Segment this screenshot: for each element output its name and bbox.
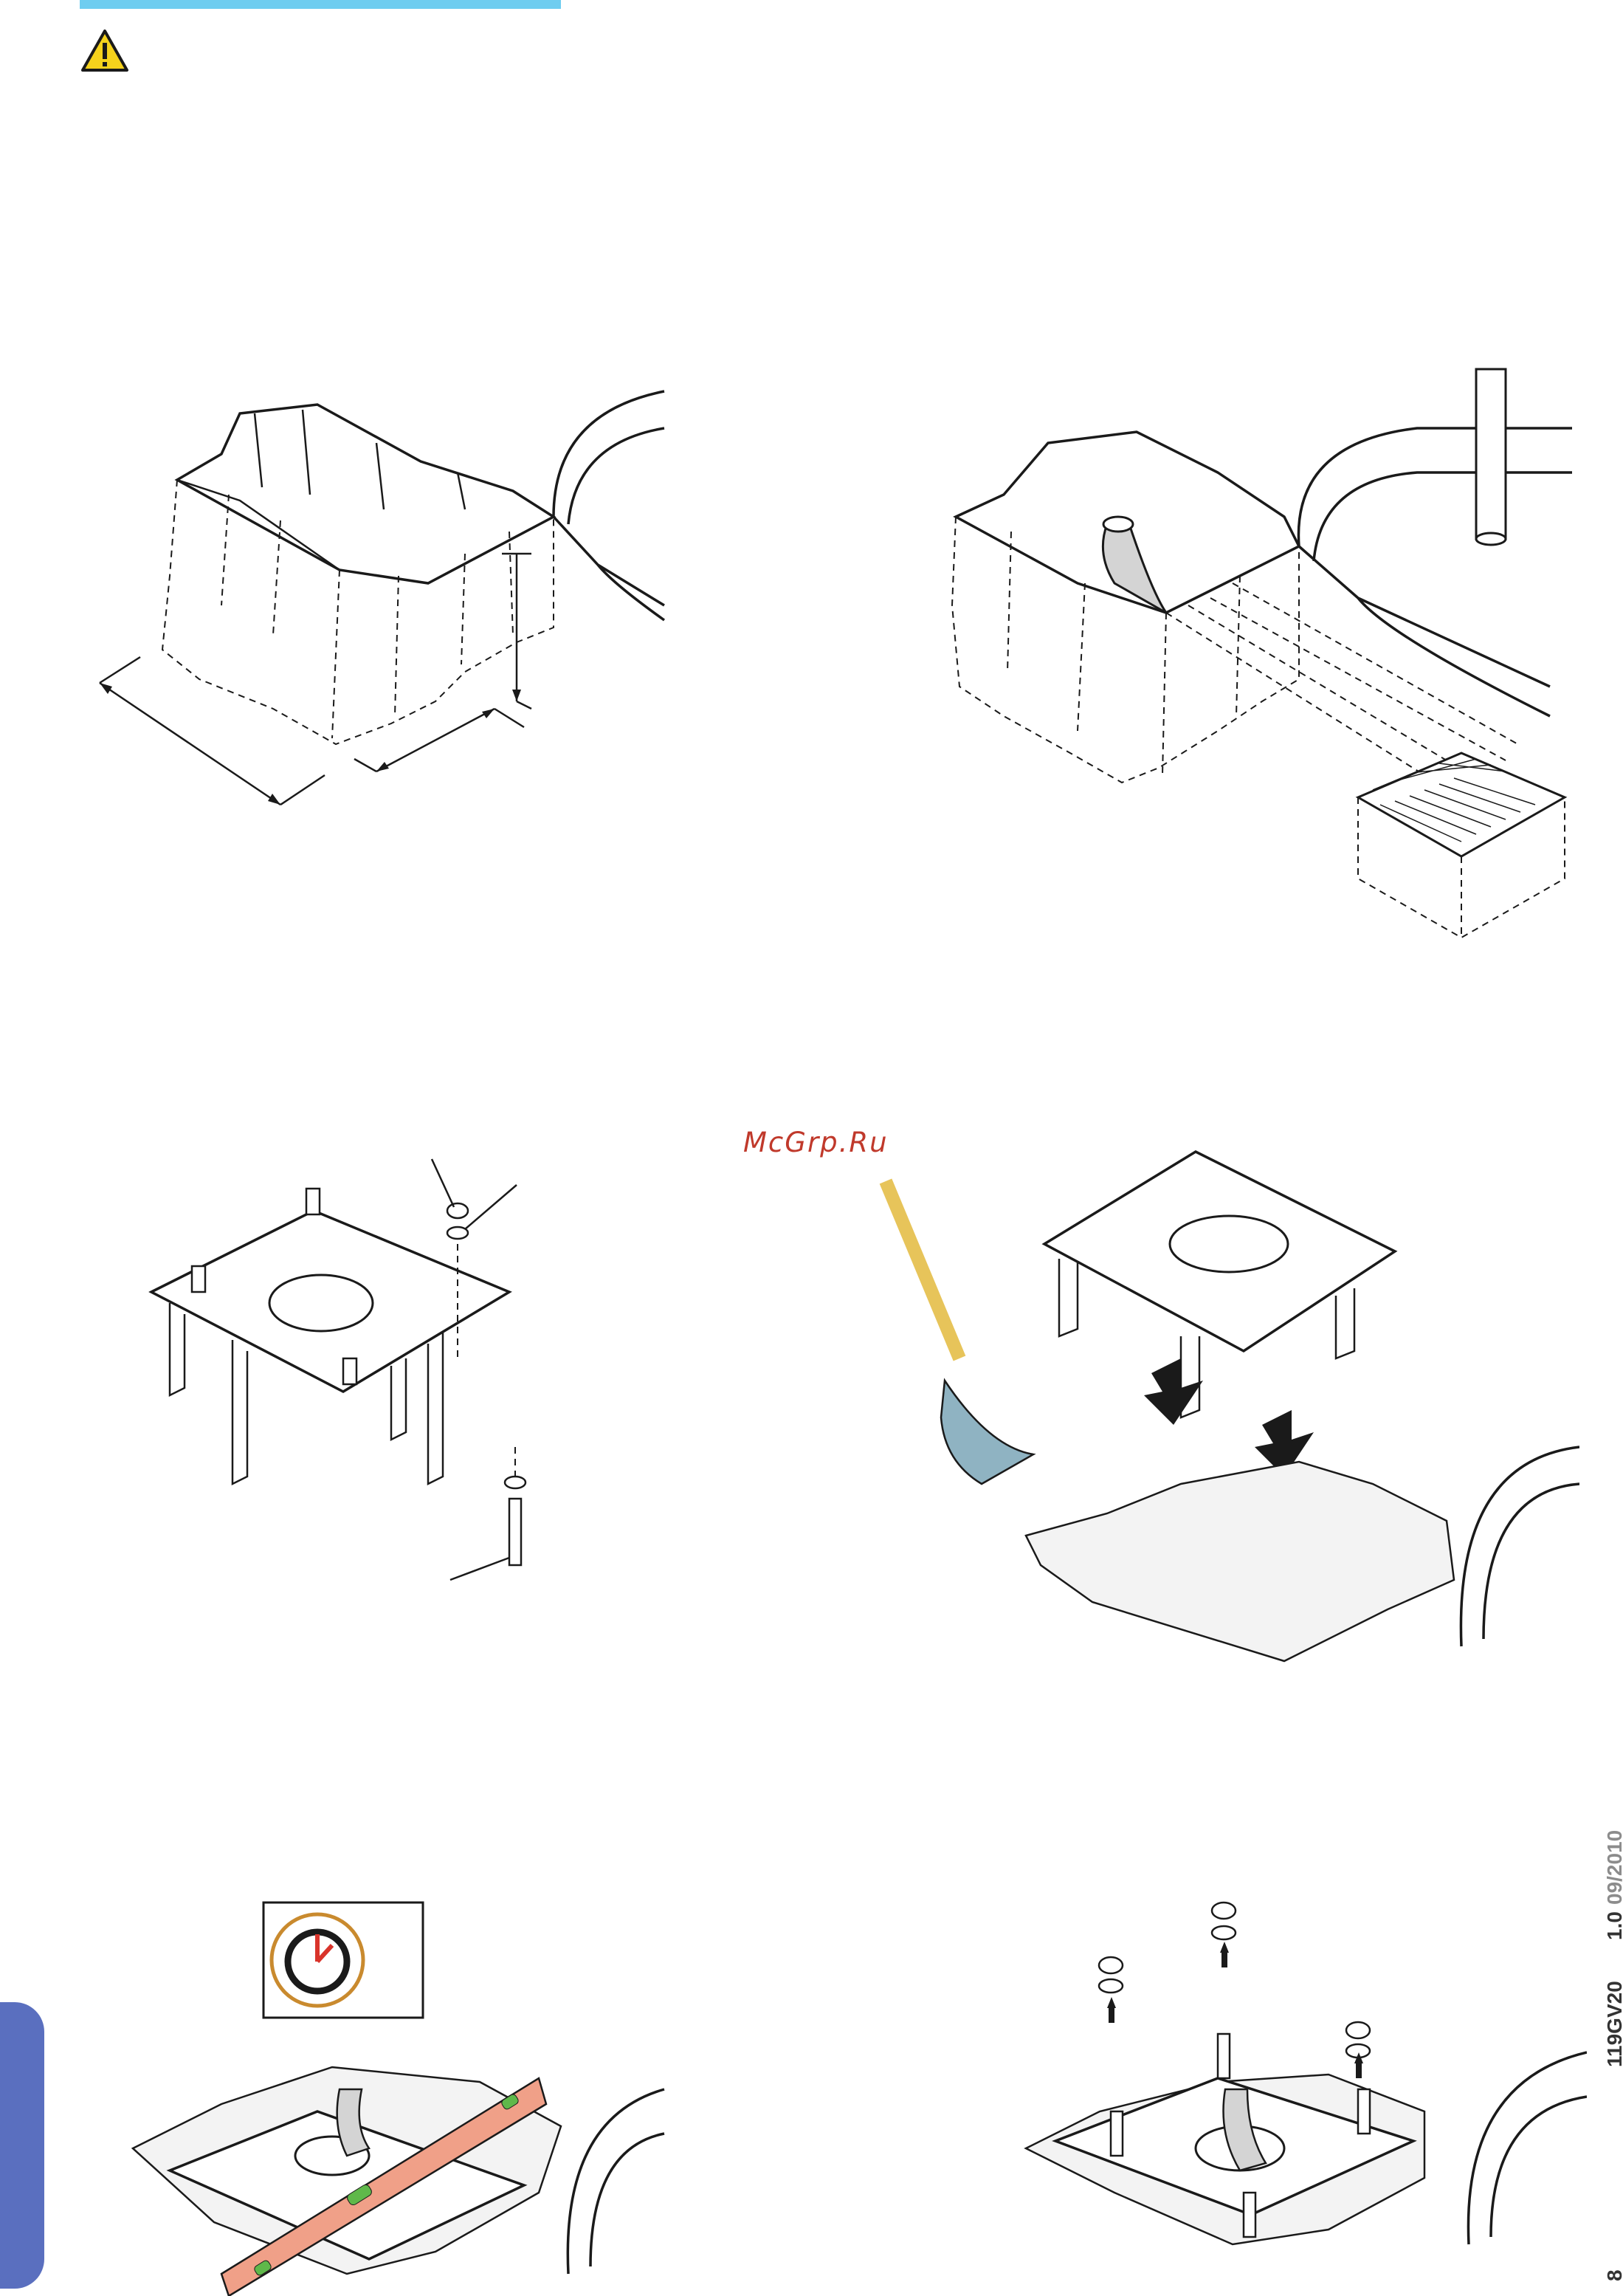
excavation-illustration (81, 384, 672, 812)
up-arrow-icons (1107, 1942, 1363, 2078)
section-side-tab (0, 2002, 44, 2289)
pouring-concrete-illustration (871, 1137, 1579, 1698)
page-footer: 8 119GV20 1.0 09/2010 (1603, 1824, 1623, 2296)
conduit-junction-box-illustration (945, 362, 1572, 952)
down-arrow-icons (1144, 1358, 1314, 1477)
watermark-text: McGrp.Ru (743, 1127, 889, 1158)
removing-nuts-illustration (1011, 1897, 1587, 2289)
version-number: 1.0 (1603, 1911, 1623, 1940)
leveling-base-illustration (125, 2023, 672, 2296)
page-number: 8 (1603, 2269, 1623, 2281)
shovel-blade (941, 1381, 1033, 1484)
document-code: 119GV20 (1603, 1981, 1623, 2067)
warning-triangle-icon (80, 28, 130, 74)
header-accent-bar (80, 0, 561, 9)
shovel-handle (886, 1181, 959, 1358)
release-date: 09/2010 (1603, 1830, 1623, 1905)
curing-time-illustration (262, 1901, 424, 2019)
base-frame-assembly-illustration (148, 1137, 561, 1609)
